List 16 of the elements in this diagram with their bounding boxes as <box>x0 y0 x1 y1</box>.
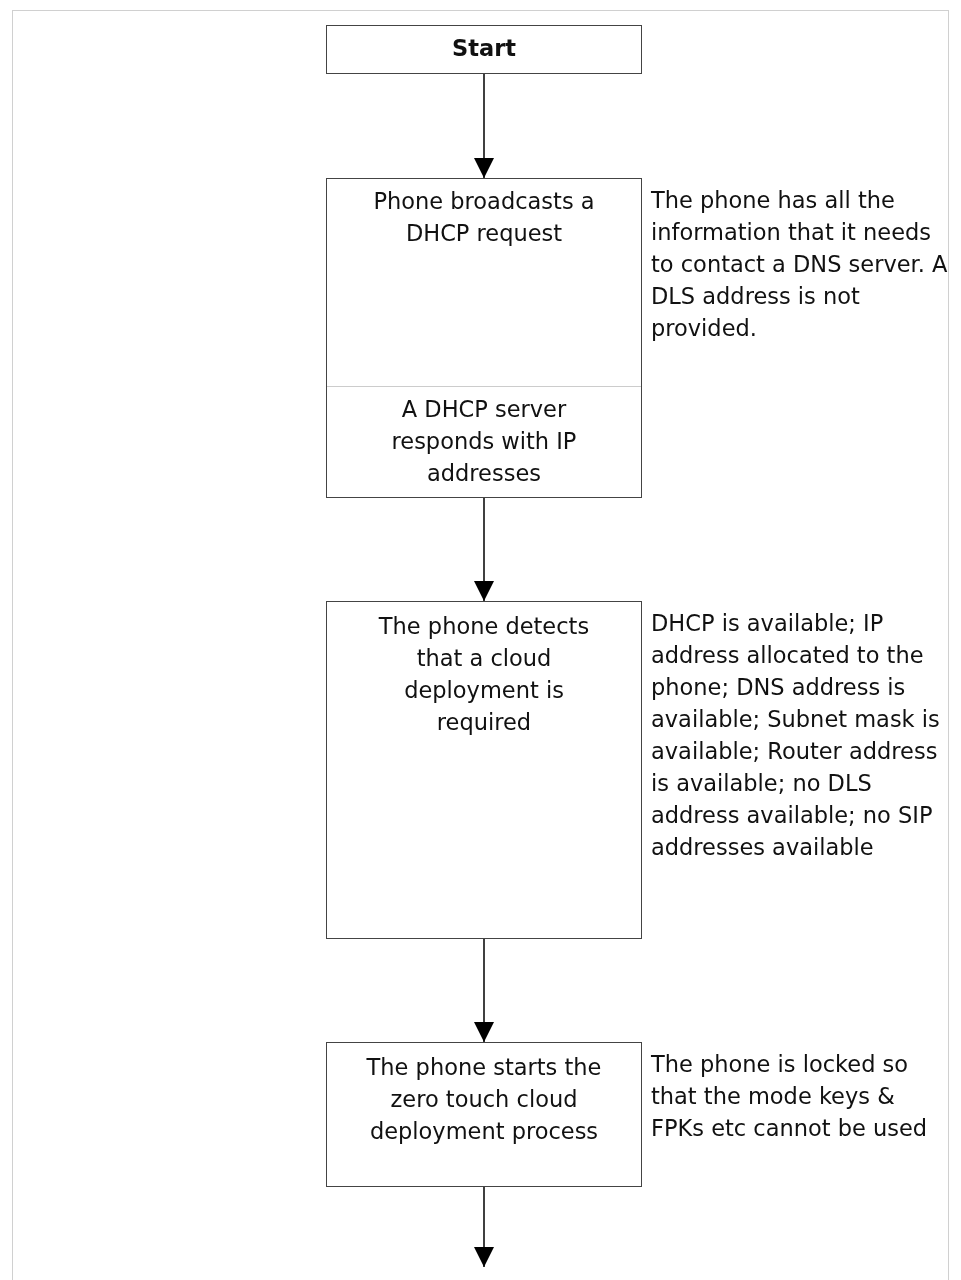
process-box <box>326 178 642 498</box>
arrow <box>474 1186 494 1268</box>
step-text: The phone detects that a cloud deployment is required <box>378 613 590 735</box>
annotation-text: The phone is locked so that the mode keys & FPKs etc cannot be used <box>651 1050 929 1143</box>
step-text: A DHCP server responds with IP addresses <box>391 396 577 486</box>
start-label: Start <box>452 35 516 61</box>
arrow <box>474 73 494 179</box>
process-box <box>326 1042 642 1187</box>
annotation-text: The phone has all the information that it needs to contact a DNS server. A DLS address is not provided. <box>651 186 949 343</box>
process-box <box>326 25 642 74</box>
arrow <box>474 497 494 602</box>
step-text: The phone starts the zero touch cloud deployment process <box>366 1054 602 1144</box>
arrow <box>474 938 494 1043</box>
annotation-text: DHCP is available; IP address allocated to the phone; DNS address is available; Subnet mask is available; Router address is available; no DLS address available; no SIP addresses available <box>651 609 941 862</box>
step-text: Phone broadcasts a DHCP request <box>373 188 595 246</box>
process-box <box>326 601 642 939</box>
